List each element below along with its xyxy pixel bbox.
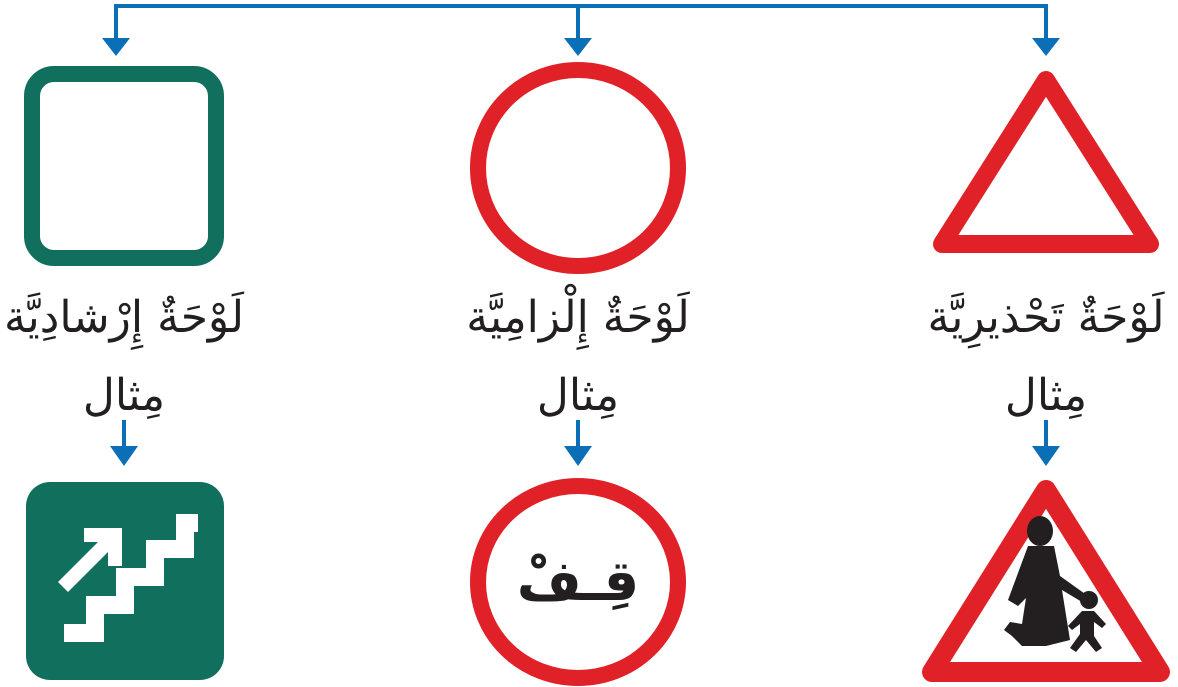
mandatory-example-label: مِثال (536, 370, 620, 421)
arrow-down-icon (1032, 446, 1060, 466)
guidance-sign-title: لَوْحَةٌ إِرْشادِيَّة (3, 292, 245, 343)
warning-example-label: مِثال (1004, 370, 1088, 421)
lower-arrows (110, 420, 1060, 466)
guidance-sign-example (26, 482, 224, 680)
arrow-down-icon (1032, 38, 1060, 56)
guidance-example-label: مِثال (82, 370, 166, 421)
guidance-sign-outline (24, 66, 224, 266)
warning-sign-outline (933, 71, 1159, 253)
arrow-down-icon (110, 446, 138, 466)
top-arrowheads (102, 38, 1060, 56)
warning-sign-example (922, 480, 1170, 682)
mandatory-sign-outline (470, 62, 686, 274)
arrow-down-icon (564, 38, 592, 56)
mandatory-sign-title: لَوْحَةٌ إِلْزامِيَّة (466, 292, 690, 343)
arrow-down-icon (102, 38, 130, 56)
mandatory-sign-example: قِـفْ (470, 478, 686, 686)
arrow-up-right-icon (58, 528, 122, 592)
warning-sign-title: لَوْحَةٌ تَحْذيرِيَّة (927, 292, 1165, 343)
top-connector (114, 4, 1048, 38)
arrow-down-icon (564, 446, 592, 466)
stairs-up-icon (64, 514, 198, 642)
stop-sign-text: قِـفْ (517, 549, 640, 614)
children-crossing-icon (1004, 516, 1106, 652)
